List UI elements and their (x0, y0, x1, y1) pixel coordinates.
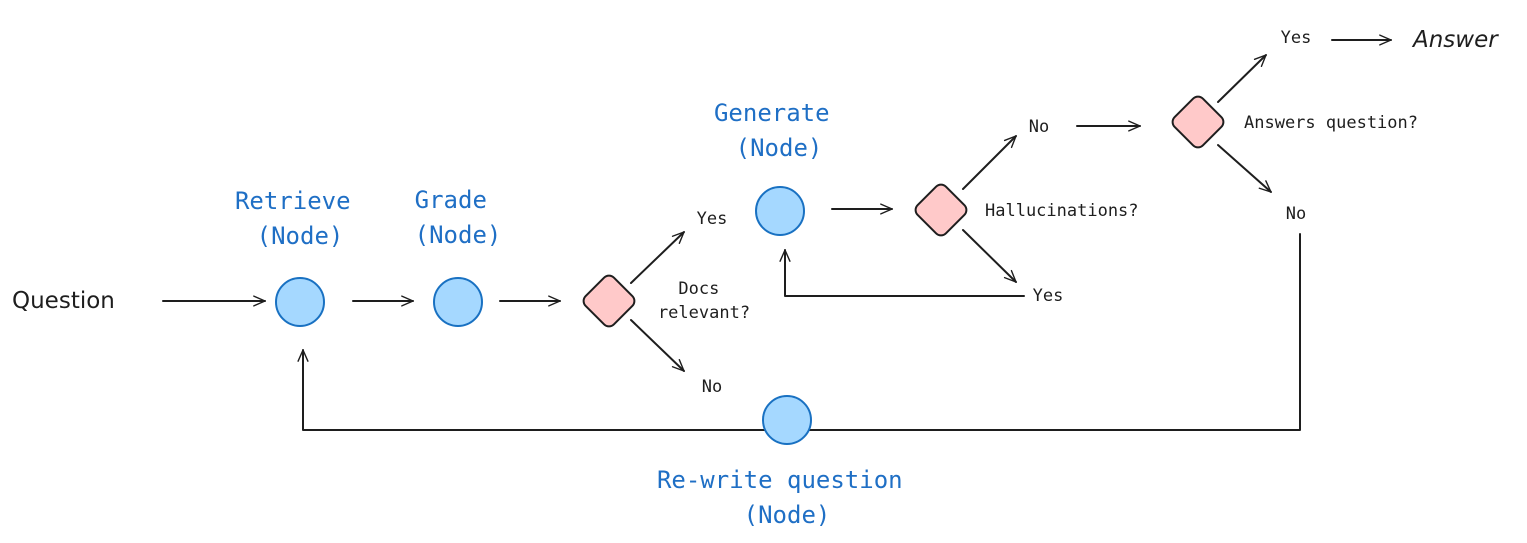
edge-answers-question-no (1217, 144, 1272, 193)
generate-label-line-1: Generate (714, 99, 830, 127)
edge-answers-question-yes (1217, 54, 1267, 103)
hallucinations-label: Hallucinations? (985, 201, 1139, 221)
answer-output-label: Answer (1411, 27, 1499, 53)
answers-question-no-label: No (1286, 204, 1306, 224)
docs-relevant-yes-label: Yes (697, 209, 728, 229)
docs-relevant-decision (582, 274, 636, 328)
edge-hallucinations-yes (962, 229, 1017, 283)
grade-label-line-1: Grade (415, 186, 487, 214)
edge-hallucinations-no (962, 135, 1017, 190)
docs-relevant-label-line-2: relevant? (658, 303, 750, 323)
generate-label: Generate (Node) (714, 99, 844, 162)
generate-node (755, 186, 805, 236)
retrieve-label-line-1: Retrieve (235, 187, 351, 215)
docs-relevant-label-line-1: Docs (678, 279, 719, 299)
rewrite-label-line-2: (Node) (744, 501, 831, 529)
retrieve-label-line-2: (Node) (257, 222, 344, 250)
edge-docs-relevant-no (630, 319, 685, 372)
hallucinations-yes-label: Yes (1033, 286, 1064, 306)
rewrite-node (762, 395, 812, 445)
hallucinations-no-label: No (1029, 117, 1049, 137)
grade-label: Grade (Node) (415, 186, 502, 249)
docs-relevant-no-label: No (702, 377, 722, 397)
docs-relevant-label: Docs relevant? (658, 279, 750, 323)
question-input-label: Question (12, 288, 115, 314)
hallucinations-decision (914, 183, 968, 237)
retrieve-node (275, 277, 325, 327)
generate-label-line-2: (Node) (736, 134, 823, 162)
edge-docs-relevant-yes (630, 231, 685, 284)
grade-node (433, 277, 483, 327)
edge-hallucination-retry-loop (779, 249, 1025, 297)
answers-question-label: Answers question? (1244, 113, 1418, 133)
grade-label-line-2: (Node) (415, 221, 502, 249)
rewrite-label: Re-write question (Node) (657, 466, 917, 529)
retrieve-label: Retrieve (Node) (235, 187, 365, 250)
answers-question-decision (1171, 95, 1225, 149)
rewrite-label-line-1: Re-write question (657, 466, 903, 494)
answers-question-yes-label: Yes (1281, 28, 1312, 48)
